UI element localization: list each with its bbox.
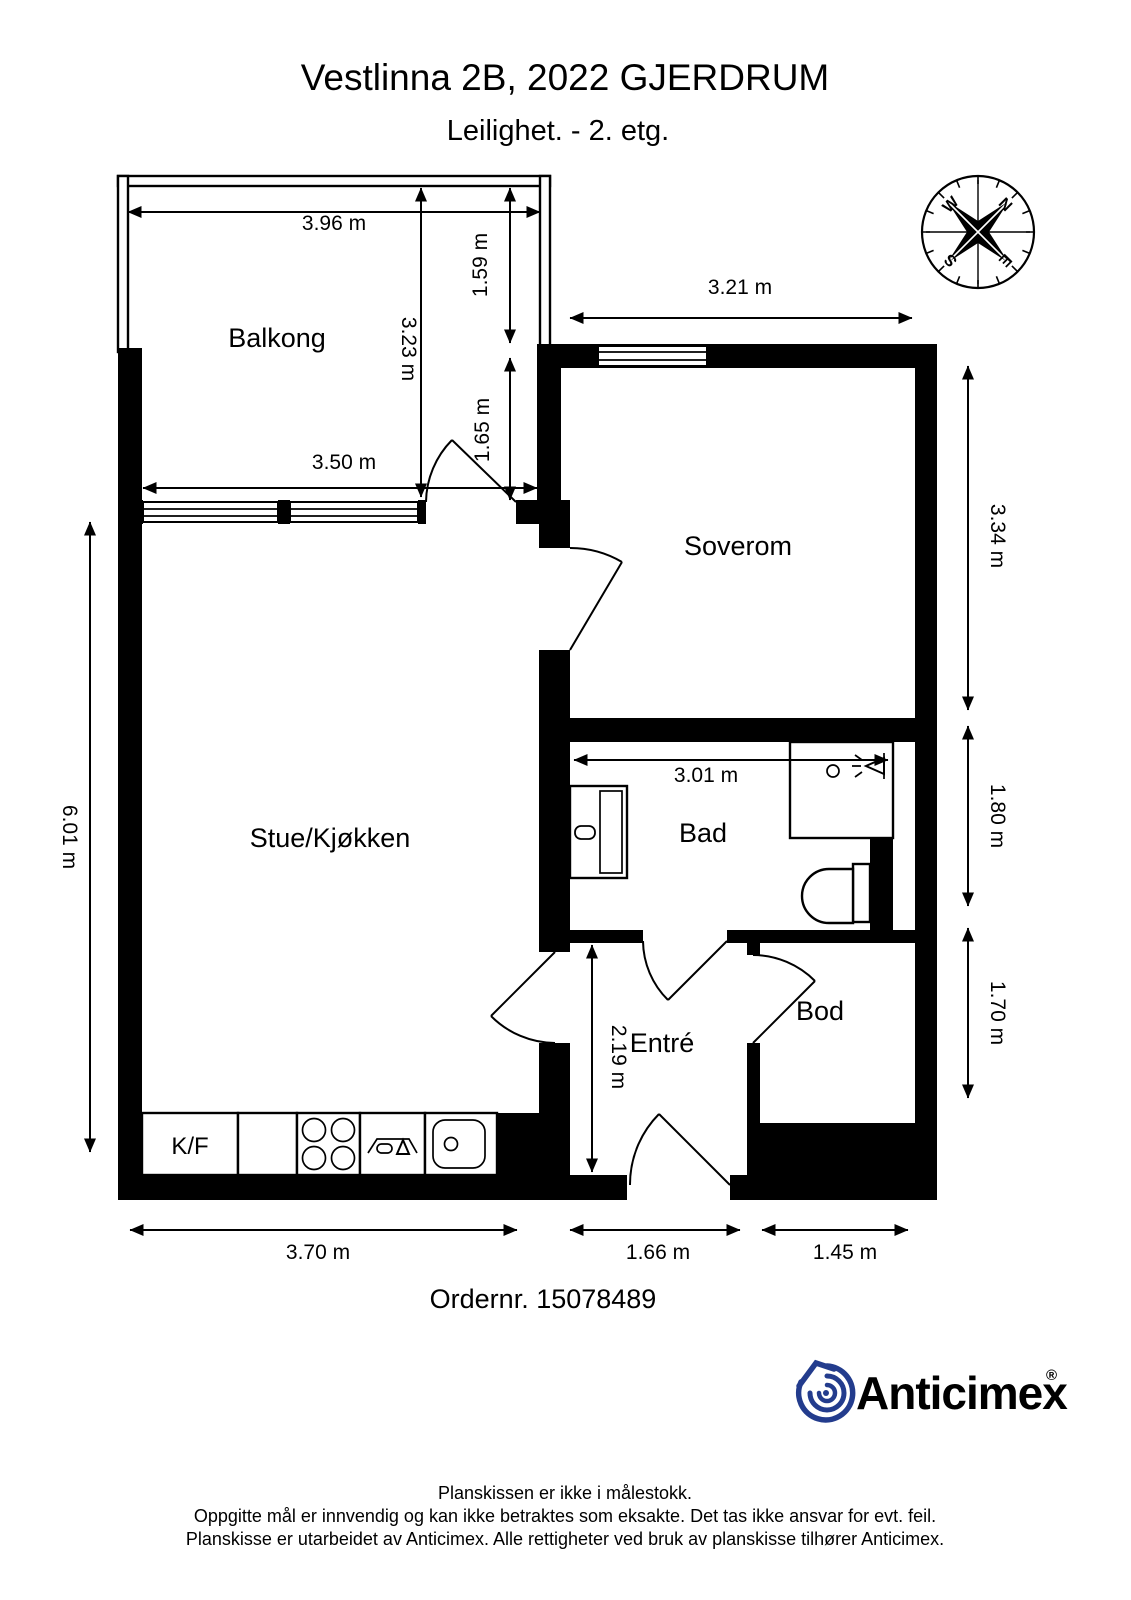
footer-line-1: Planskissen er ikke i målestokk. bbox=[438, 1483, 692, 1503]
room-label-living-kitchen: Stue/Kjøkken bbox=[250, 823, 411, 853]
dim-entry-width: 1.66 m bbox=[626, 1241, 690, 1264]
dim-storage-width: 1.45 m bbox=[813, 1241, 877, 1264]
room-label-bathroom: Bad bbox=[679, 818, 727, 848]
dim-living-depth: 6.01 m bbox=[58, 805, 81, 869]
dim-balcony-depth-upper: 1.59 m bbox=[469, 233, 492, 297]
windows bbox=[142, 345, 708, 523]
washing-machine-icon bbox=[568, 784, 629, 880]
entrance-door bbox=[628, 1113, 731, 1186]
living-entry-door bbox=[490, 951, 556, 1044]
toilet-icon bbox=[800, 862, 872, 925]
dishwasher-icon bbox=[367, 1137, 418, 1155]
dimension-arrows bbox=[84, 187, 974, 1236]
shower-icon bbox=[788, 740, 895, 840]
walls bbox=[118, 344, 937, 1200]
dim-balcony-width-outer: 3.96 m bbox=[302, 212, 366, 235]
storage-door bbox=[752, 954, 816, 1044]
bedroom-door bbox=[569, 546, 623, 651]
dim-bedroom-width: 3.21 m bbox=[708, 276, 772, 299]
dim-bathroom-depth: 1.80 m bbox=[986, 784, 1009, 848]
dim-storage-depth: 1.70 m bbox=[986, 981, 1009, 1045]
sink-icon bbox=[432, 1119, 486, 1169]
anticimex-logo-icon bbox=[795, 1359, 856, 1423]
dim-bathroom-width: 3.01 m bbox=[674, 764, 738, 787]
dim-living-width: 3.70 m bbox=[286, 1241, 350, 1264]
anticimex-logo: Anticimex ® bbox=[795, 1359, 1069, 1423]
room-label-entry: Entré bbox=[630, 1028, 695, 1058]
cooktop-burners-icon bbox=[301, 1117, 356, 1171]
room-label-bedroom: Soverom bbox=[684, 531, 792, 561]
dim-balcony-width-inner: 3.50 m bbox=[312, 451, 376, 474]
living-room-window bbox=[289, 501, 419, 523]
anticimex-logo-dot bbox=[823, 1390, 829, 1396]
page-title: Vestlinna 2B, 2022 GJERDRUM bbox=[301, 57, 830, 98]
anticimex-logo-text: Anticimex bbox=[856, 1367, 1068, 1419]
footer-line-3: Planskisse er utarbeidet av Anticimex. A… bbox=[186, 1529, 944, 1549]
kitchen-cabinet bbox=[236, 1111, 299, 1177]
registered-trademark-symbol: ® bbox=[1046, 1367, 1057, 1384]
dim-entry-depth: 2.19 m bbox=[607, 1025, 630, 1089]
room-label-balcony: Balkong bbox=[228, 323, 326, 353]
balcony-railing bbox=[116, 174, 552, 354]
dim-balcony-depth-total: 3.23 m bbox=[397, 317, 420, 381]
dim-bedroom-depth: 3.34 m bbox=[986, 504, 1009, 568]
dim-balcony-depth-lower: 1.65 m bbox=[471, 398, 494, 462]
kitchen-counter: K/F bbox=[140, 1111, 499, 1177]
compass-star-seams bbox=[946, 200, 1010, 264]
living-room-window bbox=[142, 501, 279, 523]
bedroom-window bbox=[597, 345, 708, 367]
doors bbox=[425, 439, 816, 1186]
bathroom-door bbox=[642, 940, 728, 1001]
order-number: Ordernr. 15078489 bbox=[430, 1284, 657, 1314]
compass-rose-icon: W N E S bbox=[920, 174, 1036, 290]
room-label-storage: Bod bbox=[796, 996, 844, 1026]
footer-line-2: Oppgitte mål er innvendig og kan ikke be… bbox=[194, 1506, 936, 1526]
page-subtitle: Leilighet. - 2. etg. bbox=[447, 115, 669, 147]
dishwasher bbox=[358, 1111, 427, 1177]
fridge-freezer-label: K/F bbox=[171, 1133, 208, 1160]
sink-cabinet bbox=[423, 1111, 499, 1177]
